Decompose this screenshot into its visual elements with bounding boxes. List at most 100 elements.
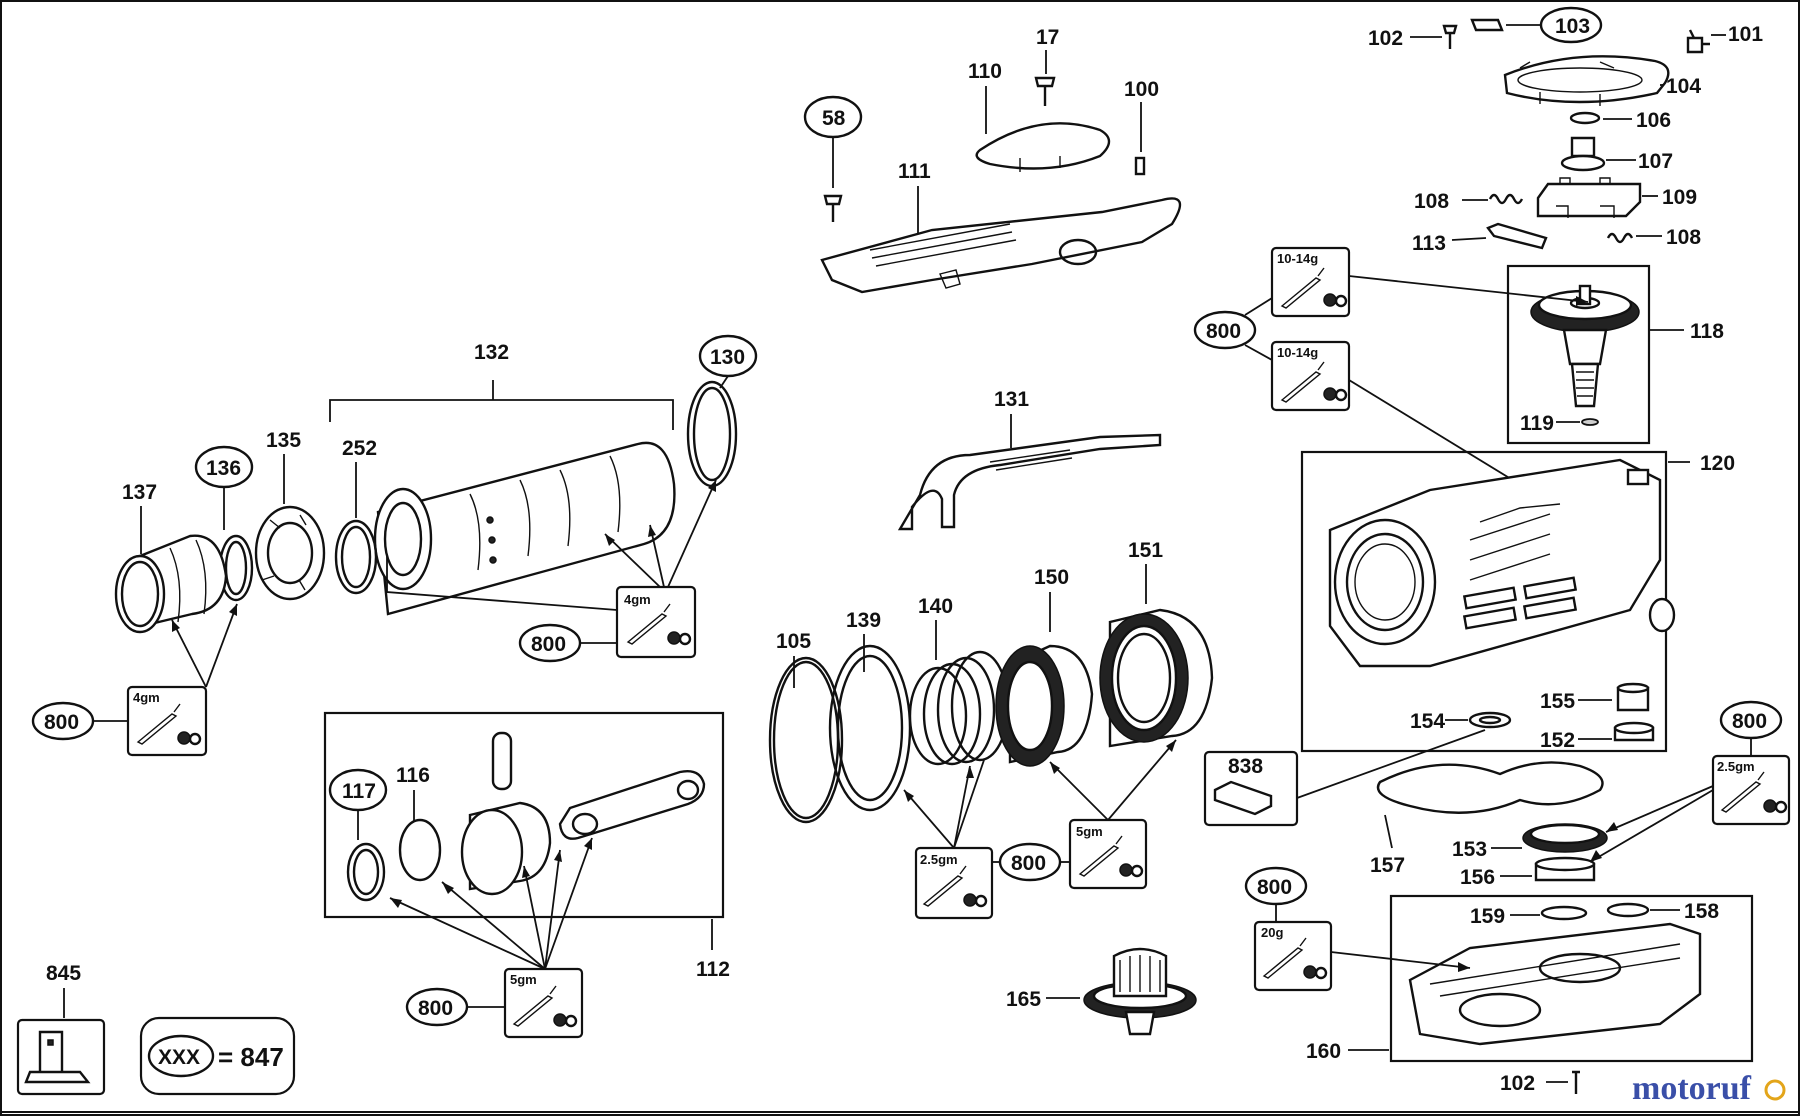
part-107 [1570, 136, 1596, 158]
plate-104 [1503, 55, 1670, 104]
part-label-838: 838 [1228, 755, 1263, 778]
ring-116 [398, 818, 442, 882]
part-label-107: 107 [1638, 150, 1673, 173]
seal-154 [1468, 711, 1512, 729]
part-group-131: 131 [897, 388, 1162, 531]
spring-108-right [1606, 232, 1634, 244]
part-label-140: 140 [918, 595, 953, 618]
grease-label-800-left: 800 [44, 711, 79, 734]
part-group-118: 119 118 [1506, 264, 1724, 445]
part-label-108-left: 108 [1414, 190, 1449, 213]
switch-101 [1686, 29, 1710, 54]
grease-label-800-20g: 800 [1257, 876, 1292, 899]
part-group-111: 58 17 110 100 111 [803, 26, 1182, 294]
washer-117 [346, 842, 386, 902]
grease-amount-2-5gm-right: 2.5gm [1717, 759, 1755, 774]
watermark-mark-icon [1764, 1079, 1786, 1101]
carrier-109 [1536, 182, 1642, 218]
part-label-137: 137 [122, 481, 157, 504]
part-label-111: 111 [898, 160, 931, 183]
grease-label-800-center: 800 [531, 633, 566, 656]
cover-111 [820, 197, 1182, 294]
grease-callout-2-5gm-right: 800 2.5gm [1589, 700, 1791, 863]
part-label-150: 150 [1034, 566, 1069, 589]
part-label-106: 106 [1636, 109, 1671, 132]
part-label-252: 252 [342, 437, 377, 460]
part-label-112: 112 [696, 958, 730, 981]
grease-amount-20g: 20g [1261, 925, 1283, 940]
part-label-139: 139 [846, 609, 881, 632]
seal-158 [1606, 902, 1650, 918]
part-group-165: 165 [1006, 947, 1197, 1036]
frame-118 [1506, 264, 1651, 445]
grease-amount-4gm-center: 4gm [624, 592, 651, 607]
part-label-105: 105 [776, 630, 811, 653]
part-label-132: 132 [474, 341, 509, 364]
legend-box: XXX = 847 [139, 1016, 296, 1096]
part-label-104: 104 [1666, 75, 1701, 98]
grease-amount-5gm-center: 5gm [1076, 824, 1103, 839]
part-label-118: 118 [1690, 320, 1724, 343]
part-label-152: 152 [1540, 729, 1575, 752]
grease-label-800-right: 800 [1732, 710, 1767, 733]
clip-838 [1213, 780, 1273, 816]
frame-160 [1389, 894, 1754, 1063]
legend-code: XXX [158, 1046, 200, 1069]
grease-callout-4gm-left: 800 4gm [31, 603, 238, 757]
spring-108-left [1488, 193, 1524, 205]
part-label-130: 130 [710, 346, 745, 369]
part-label-158: 158 [1684, 900, 1719, 923]
nut-135 [254, 505, 326, 601]
watermark: motoruf [1632, 1070, 1786, 1107]
part-label-109: 109 [1662, 186, 1697, 209]
part-label-113: 113 [1412, 232, 1446, 255]
grease-callout-10-14g: 800 10-14g 10-14g [1193, 246, 1589, 513]
part-group-clutch: 105 139 140 150 151 [768, 539, 1214, 824]
part-label-116: 116 [396, 764, 430, 787]
part-label-165: 165 [1006, 988, 1041, 1011]
watermark-text: motoruf [1632, 1070, 1752, 1107]
oring-105 [768, 656, 844, 824]
grease-callout-20g: 800 20g [1244, 866, 1471, 992]
part-group-120: 120 155 154 152 [1300, 450, 1735, 753]
part-group-160: 160 159 158 [1306, 894, 1754, 1063]
grease-label-800-a: 800 [1206, 320, 1241, 343]
cap-110 [975, 122, 1111, 170]
frame-112 [323, 711, 725, 919]
part-label-160: 160 [1306, 1040, 1341, 1063]
part-label-119: 119 [1520, 412, 1554, 435]
part-label-135: 135 [266, 429, 301, 452]
grease-callout-4gm-center: 800 4gm [386, 479, 717, 663]
part-label-103: 103 [1555, 15, 1590, 38]
pad-103 [1470, 18, 1504, 32]
grease-callout-center-pair: 2.5gm 800 5gm [903, 739, 1177, 920]
part-label-17: 17 [1036, 26, 1059, 49]
guard-131 [897, 433, 1162, 531]
callout-103-circle [1539, 6, 1603, 44]
part-label-153: 153 [1452, 838, 1487, 861]
spring-140 [908, 650, 1010, 766]
part-group-157: 157 153 156 [1370, 761, 1608, 889]
part-label-136: 136 [206, 457, 241, 480]
part-label-159: 159 [1470, 905, 1505, 928]
part-group-top-right: 102 103 101 104 106 107 108 109 [1368, 6, 1763, 255]
pin-piston [491, 731, 513, 791]
part-label-102-bottom: 102 [1500, 1072, 1535, 1095]
grease-amount-10-14g-b: 10-14g [1277, 345, 1318, 360]
oring-106 [1569, 111, 1601, 125]
seal-159 [1540, 905, 1588, 921]
part-group-135-137: 135 136 137 [114, 429, 326, 634]
screw-17 [1034, 76, 1056, 88]
legend-value: = 847 [218, 1042, 284, 1072]
grease-amount-2-5gm-center: 2.5gm [920, 852, 958, 867]
part-label-155: 155 [1540, 690, 1575, 713]
part-label-151: 151 [1128, 539, 1163, 562]
part-label-100: 100 [1124, 78, 1159, 101]
part-label-120: 120 [1700, 452, 1735, 475]
part-label-101: 101 [1728, 23, 1763, 46]
label-plate-845 [24, 1030, 91, 1084]
lever-113 [1486, 222, 1548, 250]
part-label-58: 58 [822, 107, 846, 130]
